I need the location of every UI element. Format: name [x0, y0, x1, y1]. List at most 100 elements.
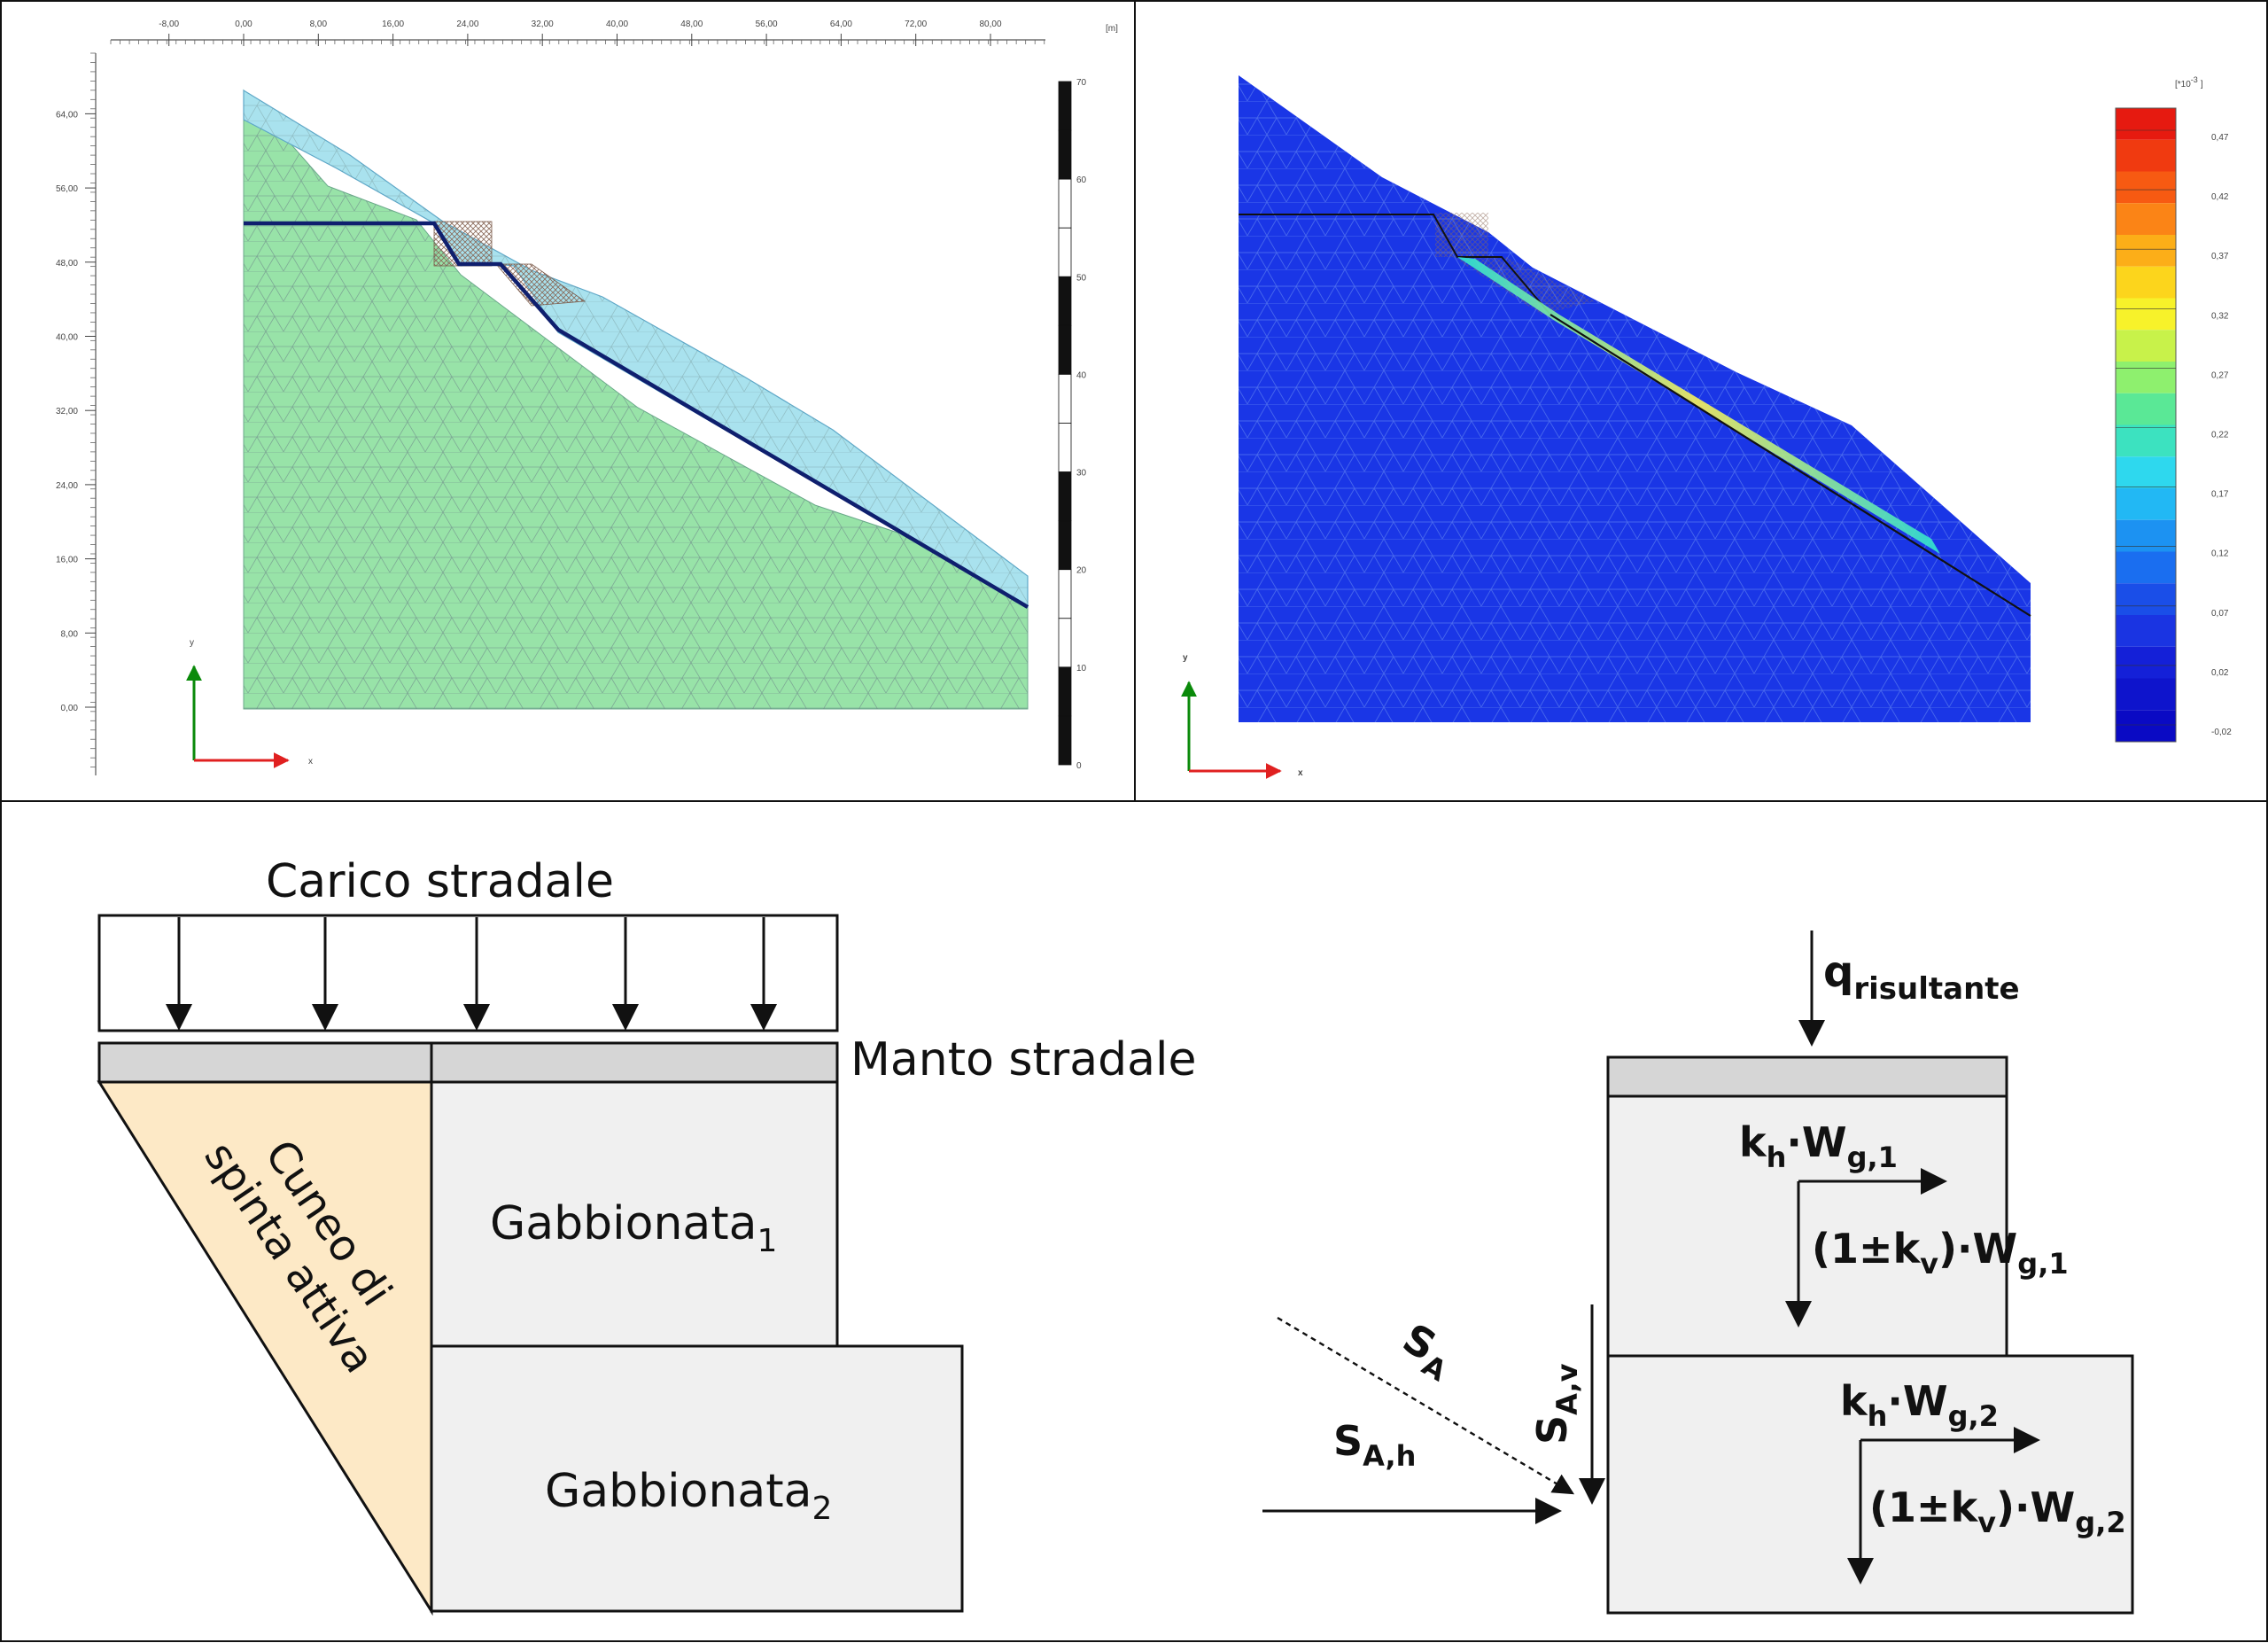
legend-swatch — [2116, 171, 2176, 204]
scale-segment — [1058, 618, 1072, 668]
kv-wg2-label: (1±kv)·Wg,2 — [1869, 1483, 2126, 1539]
left-tick-label: 8,00 — [61, 629, 79, 639]
y-axis-label: y — [190, 638, 194, 648]
scale-segment — [1058, 520, 1072, 571]
scale-segment — [1058, 569, 1072, 619]
legend-value: 0,17 — [2211, 490, 2229, 500]
top-tick-label: -8,00 — [159, 19, 179, 29]
top-tick-label: 72,00 — [905, 19, 927, 29]
top-tick-label: 40,00 — [606, 19, 628, 29]
scale-tick-label: 70 — [1076, 78, 1087, 88]
top-tick-label: 64,00 — [830, 19, 852, 29]
legend-swatch — [2116, 203, 2176, 235]
legend-swatch — [2116, 393, 2176, 425]
scale-bar: 70 60 50 40 30 20 10 0 — [1058, 78, 1087, 771]
scale-segment — [1058, 715, 1072, 766]
road-load-arrows — [166, 917, 777, 1031]
sav-label: SA,v — [1528, 1363, 1584, 1444]
legend-value: 0,27 — [2211, 370, 2229, 380]
legend-swatch — [2116, 235, 2176, 267]
legend-swatch — [2116, 583, 2176, 615]
top-tick-label: 80,00 — [979, 19, 1001, 29]
left-tick-label: 56,00 — [56, 184, 78, 194]
carico-stradale-label: Carico stradale — [266, 855, 614, 908]
scale-tick-label: 30 — [1076, 469, 1087, 479]
legend-frame — [2115, 107, 2177, 743]
left-tick-label: 32,00 — [56, 407, 78, 417]
top-tick-label: 32,00 — [532, 19, 554, 29]
strain-panel: 0,470,420,370,320,270,220,170,120,070,02… — [1134, 0, 2268, 802]
gabion-1-label: Gabbionata1 — [490, 1197, 777, 1259]
scheme-panel: Carico stradale Manto stradale Cuneo di … — [0, 800, 2268, 1642]
scale-segment — [1058, 276, 1072, 326]
left-tick-label: 40,00 — [56, 333, 78, 343]
legend-swatch — [2116, 519, 2176, 552]
legend-swatch — [2116, 488, 2176, 520]
legend-value: 0,42 — [2211, 192, 2229, 202]
legend-swatch — [2116, 551, 2176, 584]
manto-stradale-label: Manto stradale — [850, 1033, 1196, 1086]
scale-segment — [1058, 178, 1072, 229]
scale-segment — [1058, 374, 1072, 424]
soil-mesh — [244, 90, 1028, 709]
mesh-panel: -8,00 0,00 8,00 16,00 24,00 32,00 40,00 48,00 56… — [0, 0, 1136, 802]
q-label: qrisultante — [1823, 947, 2020, 1007]
scale-segment — [1058, 666, 1072, 717]
legend-value: 0,47 — [2211, 133, 2229, 143]
scale-tick-label: 50 — [1076, 273, 1087, 283]
scale-segment — [1058, 227, 1072, 277]
sa-arrow — [1277, 1316, 1575, 1495]
road-load-box — [97, 914, 839, 1032]
legend-swatch — [2116, 330, 2176, 362]
strain-gabion-upper — [1435, 213, 1488, 257]
left-tick-label: 48,00 — [56, 259, 78, 269]
legend-value: 0,07 — [2211, 609, 2229, 619]
scale-segment — [1058, 129, 1072, 180]
legend-value: 0,02 — [2211, 668, 2229, 678]
top-tick-label: 16,00 — [382, 19, 404, 29]
left-tick-label: 64,00 — [56, 110, 78, 120]
scale-tick-label: 0 — [1076, 761, 1082, 771]
pavement-force — [1606, 1055, 2008, 1098]
legend-value: 0,12 — [2211, 549, 2229, 559]
legend-swatch — [2116, 710, 2176, 742]
gabion-upper-mesh — [433, 221, 493, 267]
pavement-right — [430, 1041, 839, 1084]
scale-tick-label: 40 — [1076, 370, 1087, 380]
left-tick-label: 16,00 — [56, 556, 78, 565]
legend-value: -0,02 — [2211, 728, 2232, 737]
legend-value: 0,22 — [2211, 431, 2229, 440]
top-tick-label: 48,00 — [680, 19, 703, 29]
pavement-left — [97, 1041, 433, 1084]
legend-swatch — [2116, 139, 2176, 172]
legend-swatch — [2116, 678, 2176, 711]
legend-swatch — [2116, 108, 2176, 140]
top-tick-label: 24,00 — [456, 19, 478, 29]
kv-wg1-label: (1±kv)·Wg,1 — [1812, 1225, 2069, 1281]
legend-value: 0,37 — [2211, 252, 2229, 261]
legend-swatch — [2116, 298, 2176, 331]
x-axis-label: x — [308, 757, 313, 767]
legend-swatch — [2116, 456, 2176, 488]
gabion-2 — [430, 1344, 964, 1613]
scale-tick-label: 10 — [1076, 664, 1087, 674]
kh-wg1-label: kh·Wg,1 — [1739, 1118, 1898, 1174]
legend-swatch — [2116, 646, 2176, 679]
left-tick-label: 24,00 — [56, 481, 78, 491]
unit-label: [m] — [1106, 24, 1118, 34]
legend-swatch — [2116, 615, 2176, 647]
legend-swatch — [2116, 266, 2176, 299]
strain-interface-line — [1550, 314, 2031, 617]
scale-segment — [1058, 81, 1072, 131]
scale-tick-label: 20 — [1076, 566, 1087, 576]
cover-mesh — [244, 90, 1028, 607]
left-tick-label: 0,00 — [61, 704, 79, 713]
gabion-2-label: Gabbionata2 — [545, 1465, 832, 1527]
legend-swatch — [2116, 424, 2176, 457]
gabion-lower-mesh — [495, 263, 586, 307]
scale-tick-label: 60 — [1076, 175, 1087, 185]
legend-title: [*10-3] — [2175, 75, 2203, 90]
